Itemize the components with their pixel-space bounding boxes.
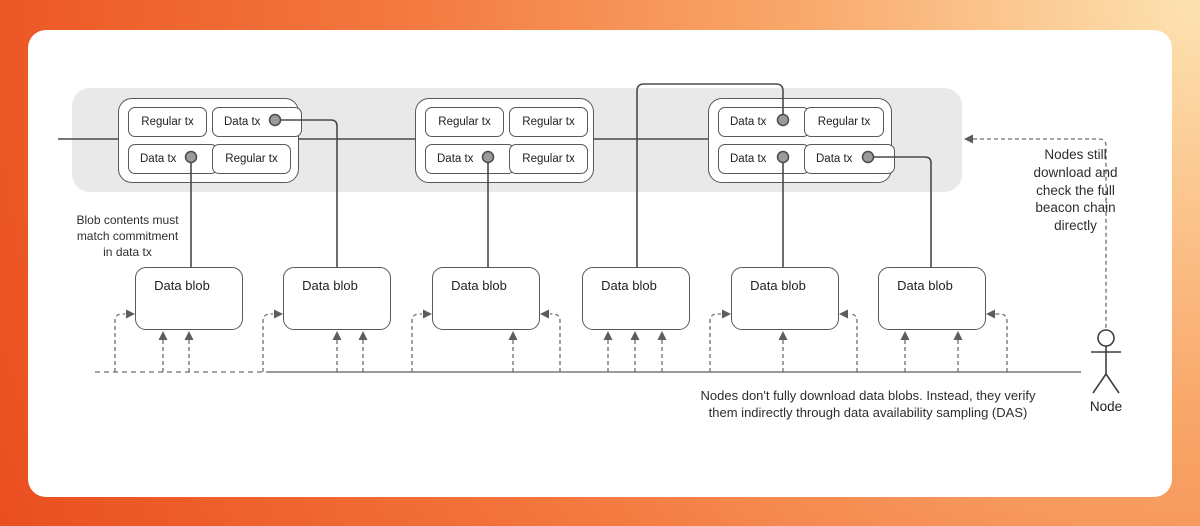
note-line: match commitment (76, 228, 179, 243)
tx-label: Data tx (140, 153, 177, 165)
data-blob-6: Data blob (878, 267, 986, 330)
blob-commitment-note: Blob contents must match commitment in d… (50, 213, 205, 261)
data-blob-4: Data blob (582, 267, 690, 330)
data-blob-1: Data blob (135, 267, 243, 330)
das-note: Nodes don't fully download data blobs. I… (628, 387, 1108, 422)
tx-label: Regular tx (522, 116, 575, 128)
tx-label: Data tx (730, 153, 767, 165)
tx-label: Data tx (437, 153, 474, 165)
tx-box-regular: Regular tx (425, 107, 504, 137)
diagram-card: Regular tx Data tx Data tx Regular tx Re… (28, 30, 1172, 497)
block-3: Data tx Regular tx Data tx Data tx (708, 98, 895, 183)
tx-box-data: Data tx (425, 144, 515, 174)
tx-box-data: Data tx (718, 107, 810, 137)
tx-label: Data tx (730, 116, 767, 128)
node-figure-head (1097, 329, 1115, 347)
tx-box-regular: Regular tx (128, 107, 207, 137)
note-line: them indirectly through data availabilit… (708, 405, 1028, 421)
tx-box-regular: Regular tx (509, 144, 588, 174)
tx-label: Data tx (224, 116, 261, 128)
tx-box-data: Data tx (212, 107, 302, 137)
tx-box-data: Data tx (718, 144, 810, 174)
node-label: Node (1089, 399, 1123, 414)
note-line: Nodes still (1044, 147, 1107, 162)
node-figure (1091, 329, 1121, 394)
tx-box-regular: Regular tx (212, 144, 291, 174)
note-line: in data tx (103, 244, 152, 259)
note-line: Nodes don't fully download data blobs. I… (700, 388, 1036, 403)
tx-label: Regular tx (817, 116, 871, 128)
note-line: download and (1033, 164, 1118, 180)
tx-label: Data tx (816, 153, 853, 165)
tx-box-data: Data tx (804, 144, 895, 174)
note-line: beacon chain (1035, 200, 1116, 216)
block-2: Regular tx Regular tx Data tx Regular tx (415, 98, 594, 183)
data-blob-3: Data blob (432, 267, 540, 330)
blob-label: Data blob (750, 278, 806, 293)
data-blob-5: Data blob (731, 267, 839, 330)
data-blob-2: Data blob (283, 267, 391, 330)
blob-label: Data blob (154, 278, 210, 293)
note-line: check the full (1036, 182, 1115, 198)
sampling-arrowheads (126, 309, 995, 340)
beacon-download-note: Nodes still download and check the full … (993, 146, 1158, 235)
tx-label: Regular tx (225, 153, 278, 165)
tx-label: Regular tx (141, 116, 194, 128)
blob-label: Data blob (897, 278, 953, 293)
tx-label: Regular tx (522, 153, 575, 165)
sampling-dashed-paths (114, 313, 1008, 372)
tx-box-regular: Regular tx (509, 107, 588, 137)
tx-label: Regular tx (438, 116, 491, 128)
tx-box-regular: Regular tx (804, 107, 884, 137)
tx-box-data: Data tx (128, 144, 218, 174)
note-line: directly (1054, 218, 1097, 234)
blob-label: Data blob (601, 278, 657, 293)
note-line: Blob contents must (76, 213, 179, 227)
block-1: Regular tx Data tx Data tx Regular tx (118, 98, 302, 183)
blob-label: Data blob (302, 278, 358, 293)
blob-label: Data blob (451, 278, 507, 293)
